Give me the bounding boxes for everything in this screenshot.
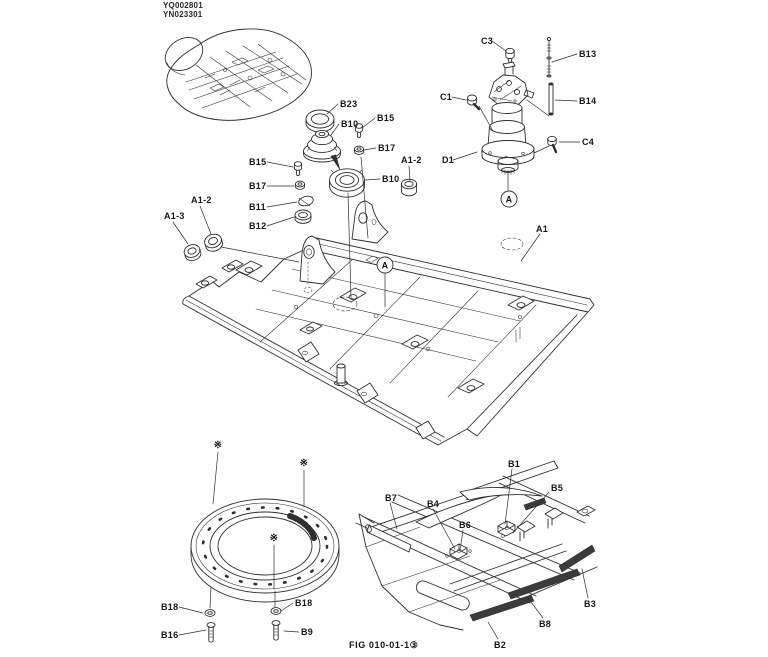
part-b14-pin bbox=[548, 82, 554, 116]
callout-b17-left: B17 bbox=[249, 181, 266, 191]
part-b3-bar bbox=[558, 544, 596, 573]
callout-c3: C3 bbox=[481, 36, 493, 46]
callout-b18-right: B18 bbox=[295, 598, 312, 608]
part-b1-b5-clamp bbox=[497, 520, 516, 538]
callout-a1-2-right: A1-2 bbox=[401, 155, 422, 165]
callout-b6: B6 bbox=[459, 520, 471, 530]
part-b17-nut-right bbox=[353, 145, 365, 155]
part-b2-bar bbox=[469, 594, 535, 622]
part-b18-washer-left bbox=[204, 609, 216, 617]
callout-b11: B11 bbox=[249, 202, 266, 212]
motor-valve-block bbox=[488, 61, 535, 106]
part-b18-washer-right bbox=[270, 607, 282, 615]
callout-c4: C4 bbox=[582, 137, 594, 147]
part-b16-bolt bbox=[206, 622, 216, 643]
callout-b12: B12 bbox=[249, 221, 266, 231]
view-letter: A bbox=[382, 261, 389, 271]
part-a1-2-ring-left bbox=[204, 233, 223, 252]
callout-c1: C1 bbox=[440, 92, 452, 102]
part-b9-bolt bbox=[271, 620, 281, 641]
part-b7-pipe bbox=[365, 524, 412, 553]
leader-lines bbox=[172, 40, 589, 640]
pointer-wedge bbox=[330, 154, 341, 171]
figure-caption: FIG 010-01-1③ bbox=[349, 640, 418, 650]
callout-b9: B9 bbox=[301, 627, 313, 637]
part-a1-2-bushing-right bbox=[400, 178, 418, 197]
part-b11-cover bbox=[298, 195, 314, 207]
part-c3-bolt bbox=[505, 47, 515, 63]
part-b15-bolt-right bbox=[354, 123, 364, 138]
part-b23-seal-ring bbox=[305, 109, 335, 133]
motor-body bbox=[481, 102, 535, 176]
callout-b7: B7 bbox=[385, 493, 397, 503]
part-b17-nut-left bbox=[294, 180, 306, 190]
callout-b10-lower: B10 bbox=[382, 174, 399, 184]
callout-b2: B2 bbox=[494, 640, 506, 650]
document-codes: YQ002801 YN023301 bbox=[163, 1, 203, 19]
part-b13-stud bbox=[546, 36, 552, 78]
callout-b15-left: B15 bbox=[249, 157, 266, 167]
callout-b10-upper: B10 bbox=[341, 119, 358, 129]
swing-bearing-drawing bbox=[190, 498, 340, 643]
callout-b13: B13 bbox=[579, 49, 596, 59]
part-b10-mount-lower bbox=[329, 168, 365, 198]
doc-code-line1: YQ002801 bbox=[163, 1, 203, 10]
callout-b18-left: B18 bbox=[161, 602, 178, 612]
callout-b23: B23 bbox=[340, 99, 357, 109]
callout-b15-right: B15 bbox=[377, 113, 394, 123]
callout-b4: B4 bbox=[427, 499, 439, 509]
dark-bar-small bbox=[523, 497, 547, 511]
callout-b3: B3 bbox=[584, 599, 596, 609]
callout-b1: B1 bbox=[508, 459, 520, 469]
frame-mount-pads bbox=[235, 260, 535, 394]
main-frame-drawing: A bbox=[182, 200, 595, 446]
boom-bracket-plates bbox=[299, 200, 389, 293]
callout-a1-3: A1-3 bbox=[164, 211, 185, 221]
doc-code-line2: YN023301 bbox=[163, 10, 203, 19]
reference-mark: ※ bbox=[300, 458, 309, 469]
callout-b17-right: B17 bbox=[378, 143, 395, 153]
view-reference-a-frame: A bbox=[376, 256, 394, 274]
reference-mark: ※ bbox=[214, 440, 223, 451]
part-b12-washer bbox=[294, 209, 312, 224]
bearing-gear-teeth bbox=[287, 513, 317, 541]
callout-labels: B23 B10 B15 B17 A1-2 B10 B15 B17 B11 B12… bbox=[161, 36, 596, 650]
frame-blade-right bbox=[459, 487, 543, 501]
callout-d1: D1 bbox=[442, 155, 454, 165]
part-c1-bolt bbox=[467, 94, 481, 111]
view-letter: A bbox=[506, 195, 513, 205]
part-b4-b6-clamp bbox=[445, 543, 472, 560]
part-c4-bolt bbox=[547, 135, 558, 154]
machine-overview-thumbnail bbox=[164, 28, 312, 121]
part-b15-bolt-left bbox=[293, 161, 303, 176]
part-b10-mount-upper bbox=[303, 129, 341, 163]
callout-b5: B5 bbox=[551, 483, 563, 493]
callout-b16: B16 bbox=[161, 630, 178, 640]
callout-a1: A1 bbox=[536, 224, 548, 234]
mount-parts-cluster bbox=[183, 109, 418, 262]
view-reference-a-motor: A bbox=[500, 190, 518, 208]
callout-b8: B8 bbox=[539, 619, 551, 629]
reference-mark: ※ bbox=[270, 533, 279, 544]
part-a1-3-ring bbox=[183, 244, 202, 262]
part-b8-bar bbox=[507, 568, 581, 600]
callout-a1-2-left: A1-2 bbox=[191, 195, 212, 205]
callout-b14: B14 bbox=[579, 96, 596, 106]
swing-motor-assembly: A bbox=[467, 36, 558, 208]
